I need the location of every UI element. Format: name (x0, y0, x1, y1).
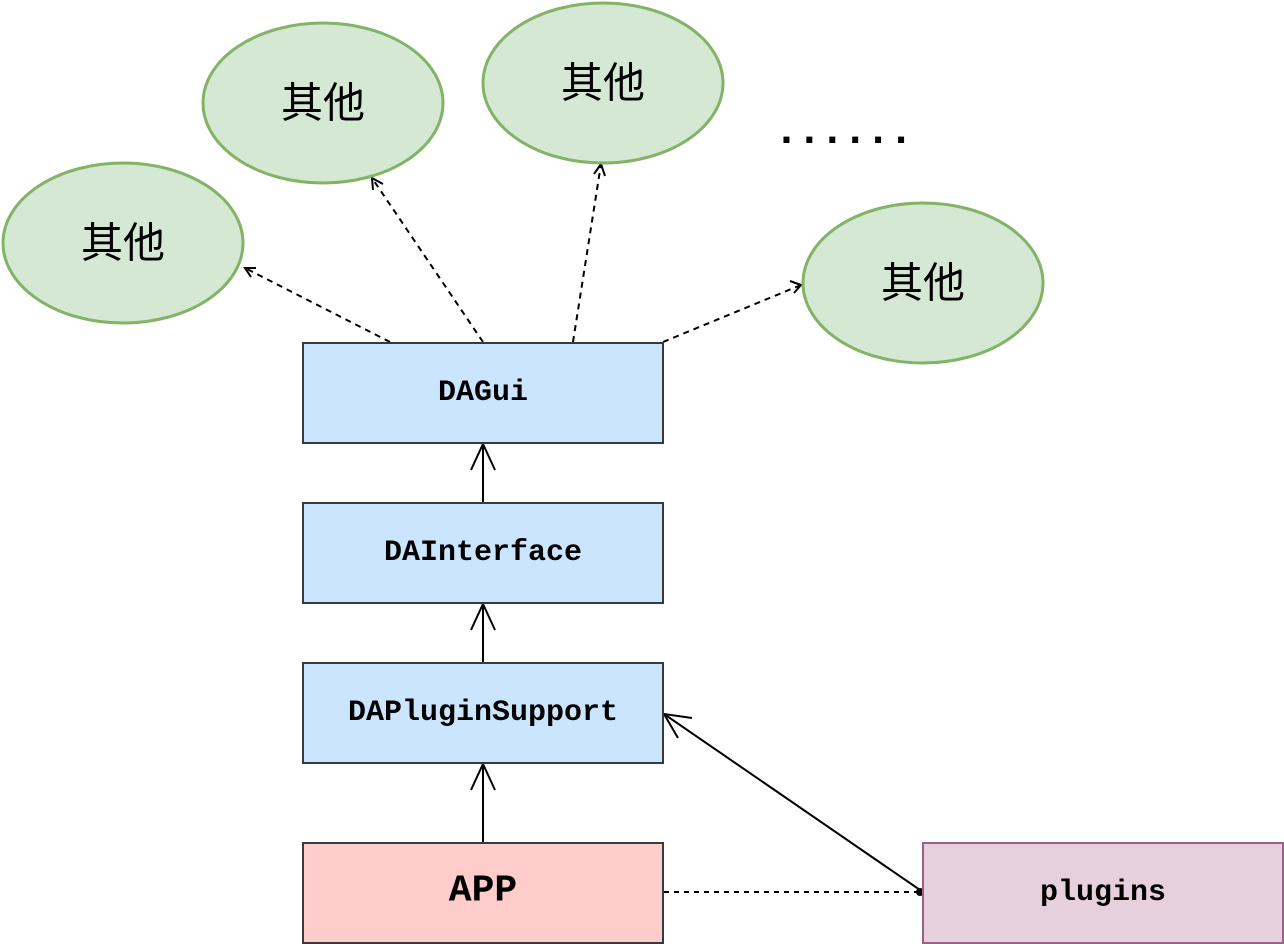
ellipse-other-4: 其他 (801, 201, 1045, 365)
box-dainterface: DAInterface (302, 502, 664, 604)
edge-dagui-to-other-2 (370, 176, 484, 343)
ellipse-label: 其他 (881, 259, 965, 308)
box-dagui: DAGui (302, 342, 664, 444)
ellipse-other-2: 其他 (201, 21, 445, 185)
box-label-dainterface: DAInterface (384, 536, 582, 570)
ellipse-label: 其他 (281, 79, 365, 128)
box-label-dapluginsupport: DAPluginSupport (348, 696, 618, 730)
edge-dapluginsupport-to-dainterface (470, 601, 496, 662)
ellipse-other-3: 其他 (481, 1, 725, 165)
box-app: APP (302, 842, 664, 944)
box-label-app: APP (449, 870, 517, 913)
box-label-dagui: DAGui (438, 376, 528, 410)
edge-dagui-to-other-3 (572, 161, 606, 343)
edge-dagui-to-other-4 (662, 280, 803, 343)
box-dapluginsupport: DAPluginSupport (302, 662, 664, 764)
ellipse-label: 其他 (81, 219, 165, 268)
ellipse-other-1: 其他 (1, 161, 245, 325)
ellipsis-dots: ...... (780, 112, 918, 152)
edge-app-to-dapluginsupport (470, 761, 496, 842)
box-label-plugins: plugins (1040, 876, 1166, 910)
edge-app-to-plugins (664, 888, 924, 896)
edge-dainterface-to-dagui (470, 441, 496, 502)
edge-plugins-to-dapluginsupport (662, 712, 921, 891)
edge-dagui-to-other-1 (243, 267, 391, 343)
box-plugins: plugins (922, 842, 1284, 944)
ellipse-label: 其他 (561, 59, 645, 108)
